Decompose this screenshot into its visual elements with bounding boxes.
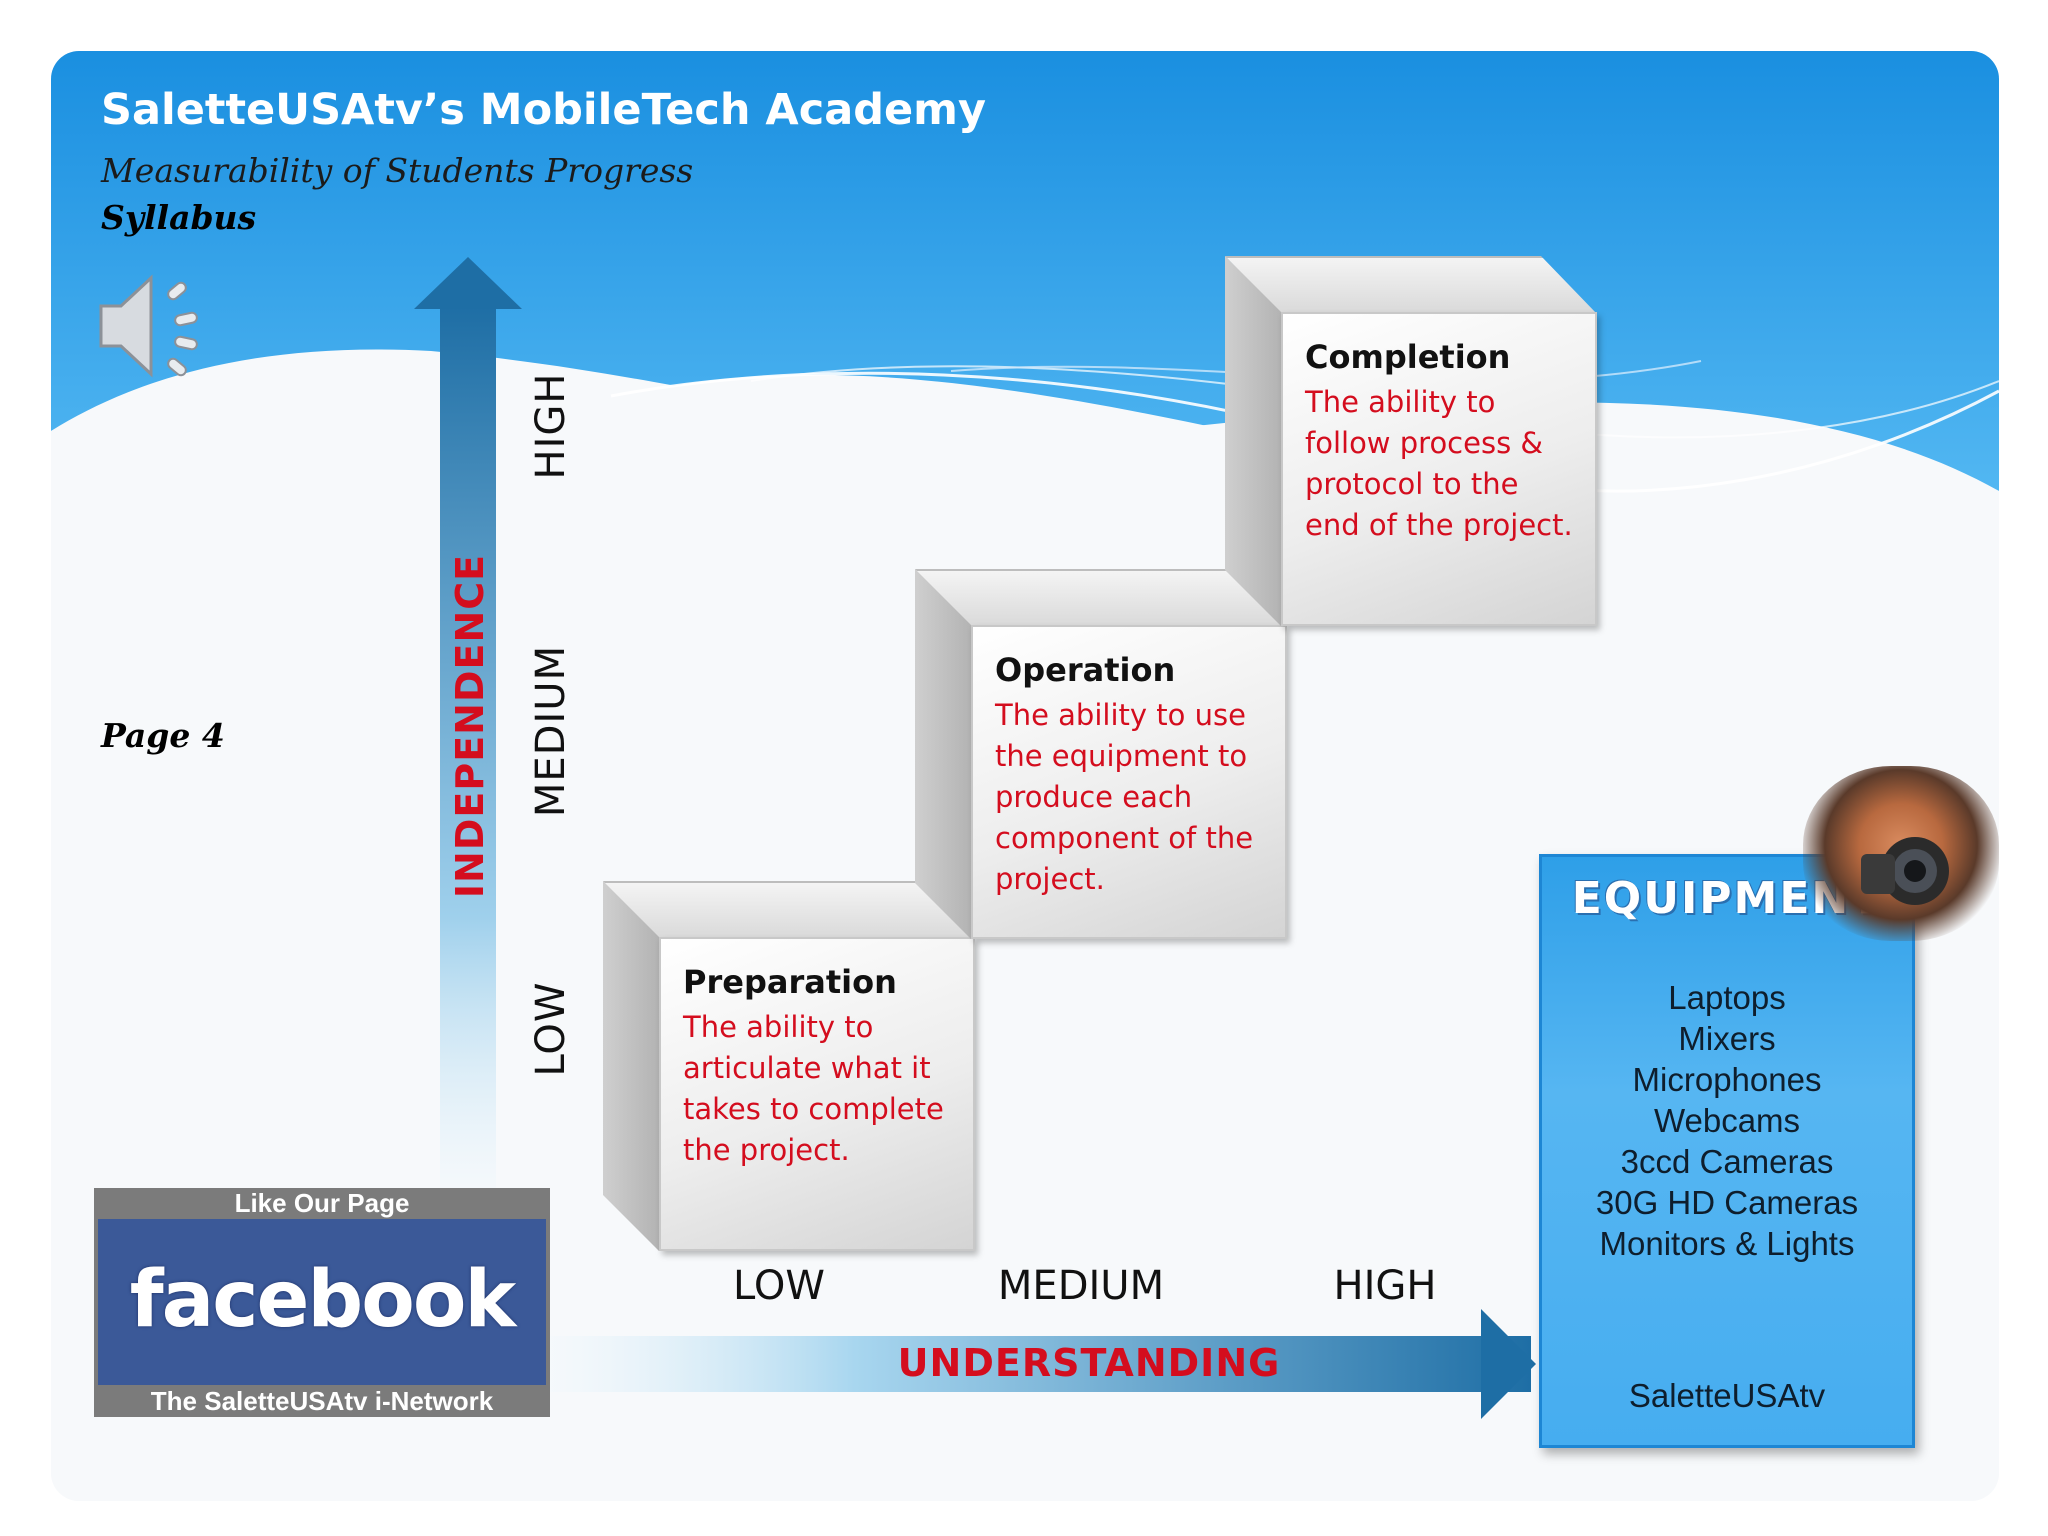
equipment-item: Monitors & Lights (1599, 1225, 1855, 1262)
slide-subtitle: Measurability of Students Progress (101, 151, 694, 190)
facebook-like-badge[interactable]: Like Our Page facebook The SaletteUSAtv … (94, 1188, 550, 1417)
facebook-logo: facebook (98, 1219, 546, 1385)
cube-top-face (603, 881, 975, 939)
cube-front-face: Preparation The ability to articulate wh… (659, 937, 975, 1251)
step-title: Operation (995, 651, 1176, 689)
speaker-icon[interactable] (89, 256, 229, 396)
cube-front-face: Operation The ability to use the equipme… (971, 625, 1287, 939)
facebook-like-text: Like Our Page (234, 1188, 410, 1218)
facebook-network-text: The SaletteUSAtv i-Network (150, 1386, 494, 1416)
vertical-axis-title: INDEPENDENCE (448, 553, 492, 899)
step-description: The ability to follow process & protocol… (1305, 382, 1575, 546)
step-title: Completion (1305, 338, 1511, 376)
page-number: Page 4 (101, 716, 225, 755)
horizontal-axis-title: UNDERSTANDING (897, 1341, 1281, 1385)
step-cube-completion: Completion The ability to follow process… (1225, 256, 1597, 626)
step-line: end of the project. (1305, 508, 1573, 542)
equipment-list: Laptops Mixers Microphones Webcams 3ccd … (1542, 977, 1912, 1264)
horizontal-axis-arrowhead (1481, 1309, 1536, 1419)
cube-side-face (915, 569, 971, 939)
slide-title: SaletteUSAtv’s MobileTech Academy (101, 85, 986, 135)
vertical-axis-arrow (440, 306, 496, 1246)
step-line: The ability to (1305, 385, 1496, 419)
cube-side-face (1225, 256, 1281, 626)
horizontal-level-medium: MEDIUM (997, 1263, 1165, 1309)
equipment-panel: EQUIPMENT Laptops Mixers Microphones Web… (1539, 854, 1915, 1448)
cube-side-face (603, 881, 659, 1251)
step-line: the project. (683, 1133, 850, 1167)
cube-top-face (915, 569, 1287, 627)
equipment-item: Microphones (1632, 1061, 1822, 1098)
equipment-item: Laptops (1668, 979, 1786, 1016)
vertical-axis-arrowhead (414, 257, 522, 309)
horizontal-level-high: HIGH (1333, 1263, 1437, 1309)
step-line: The ability to use (995, 698, 1246, 732)
step-line: The ability to (683, 1010, 874, 1044)
slide: SaletteUSAtv’s MobileTech Academy Measur… (51, 51, 1999, 1501)
camera-person-photo (1803, 766, 1999, 941)
step-line: takes to complete (683, 1092, 944, 1126)
equipment-item: 30G HD Cameras (1595, 1184, 1859, 1221)
step-cube-operation: Operation The ability to use the equipme… (915, 569, 1287, 939)
horizontal-axis-arrow (491, 1336, 1531, 1392)
equipment-item: Webcams (1653, 1102, 1801, 1139)
horizontal-level-low: LOW (733, 1263, 825, 1309)
step-line: follow process & (1305, 426, 1544, 460)
equipment-item: Mixers (1678, 1020, 1776, 1057)
step-line: produce each (995, 780, 1193, 814)
cube-front-face: Completion The ability to follow process… (1281, 312, 1597, 626)
step-description: The ability to articulate what it takes … (683, 1007, 953, 1171)
step-line: articulate what it (683, 1051, 931, 1085)
camera-lens-icon (1861, 837, 1949, 905)
equipment-item: 3ccd Cameras (1620, 1143, 1834, 1180)
step-line: project. (995, 862, 1105, 896)
step-description: The ability to use the equipment to prod… (995, 695, 1265, 900)
section-label: Syllabus (101, 198, 257, 237)
step-cube-preparation: Preparation The ability to articulate wh… (603, 881, 975, 1251)
vertical-level-low: LOW (528, 981, 574, 1077)
step-line: component of the (995, 821, 1254, 855)
vertical-level-high: HIGH (528, 372, 574, 480)
step-title: Preparation (683, 963, 897, 1001)
equipment-footer: SaletteUSAtv (1628, 1377, 1826, 1414)
vertical-level-medium: MEDIUM (528, 644, 574, 818)
step-line: protocol to the (1305, 467, 1519, 501)
cube-top-face (1225, 256, 1597, 314)
step-line: the equipment to (995, 739, 1248, 773)
